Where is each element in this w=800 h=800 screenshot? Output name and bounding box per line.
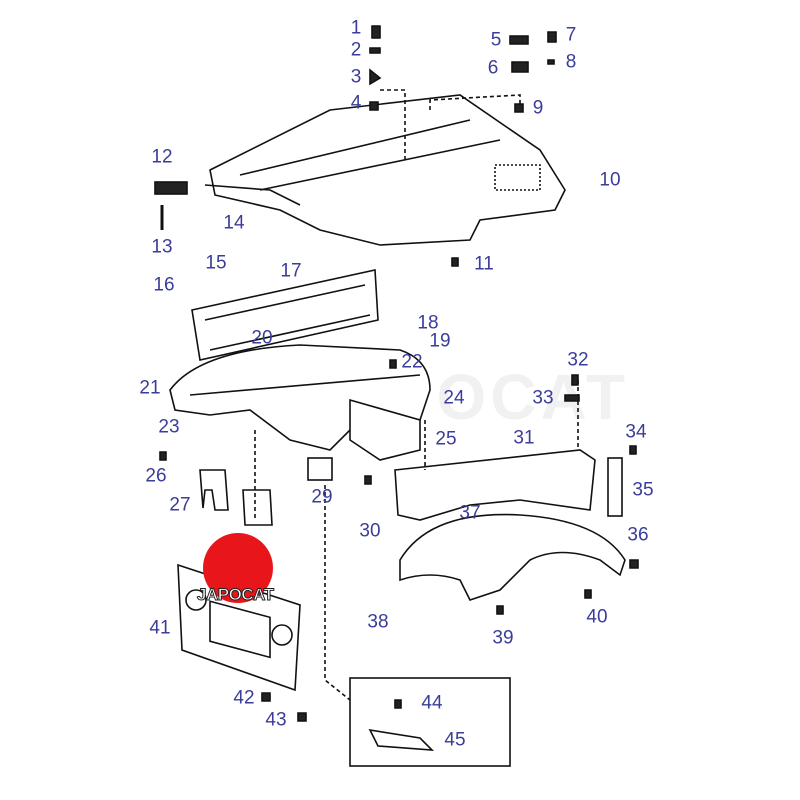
callout-24: 24 (443, 387, 465, 409)
callout-36: 36 (627, 524, 649, 546)
callout-8: 8 (565, 51, 577, 73)
callout-6: 6 (487, 57, 499, 79)
callout-38: 38 (367, 611, 389, 633)
callout-9: 9 (532, 97, 544, 119)
callout-27: 27 (169, 494, 191, 516)
callout-2: 2 (350, 39, 362, 61)
logo-text: JAPOCAT (196, 585, 274, 605)
callout-16: 16 (153, 274, 175, 296)
callout-22: 22 (401, 351, 423, 373)
callout-43: 43 (265, 709, 287, 731)
callout-23: 23 (158, 416, 180, 438)
callout-42: 42 (233, 687, 255, 709)
callout-32: 32 (567, 349, 589, 371)
callout-13: 13 (151, 236, 173, 258)
callout-40: 40 (586, 606, 608, 628)
callout-35: 35 (632, 479, 654, 501)
japocat-logo (203, 533, 273, 603)
cowl-21 (169, 344, 431, 451)
callout-30: 30 (359, 520, 381, 542)
callout-11: 11 (474, 253, 494, 275)
callout-18: 18 (417, 312, 439, 334)
callout-10: 10 (599, 169, 621, 191)
side-panel-31 (394, 449, 596, 521)
fender-37 (399, 513, 626, 601)
callout-45: 45 (444, 729, 466, 751)
callout-39: 39 (492, 627, 514, 649)
callout-14: 14 (223, 212, 245, 234)
callout-33: 33 (532, 387, 554, 409)
callout-29: 29 (311, 486, 333, 508)
hood-part (209, 94, 566, 246)
callout-44: 44 (421, 692, 443, 714)
callout-26: 26 (145, 465, 167, 487)
callout-21: 21 (139, 377, 161, 399)
callout-12: 12 (151, 146, 173, 168)
callout-41: 41 (149, 617, 171, 639)
callout-31: 31 (513, 427, 535, 449)
callout-37: 37 (459, 502, 481, 524)
callout-1: 1 (350, 17, 362, 39)
callout-17: 17 (280, 260, 302, 282)
callout-34: 34 (625, 421, 647, 443)
callout-15: 15 (205, 252, 227, 274)
callout-19: 19 (429, 330, 451, 352)
callout-25: 25 (435, 428, 457, 450)
callout-3: 3 (350, 66, 362, 88)
callout-4: 4 (350, 92, 362, 114)
callout-20: 20 (251, 327, 273, 349)
callout-7: 7 (565, 24, 577, 46)
callout-5: 5 (490, 29, 502, 51)
